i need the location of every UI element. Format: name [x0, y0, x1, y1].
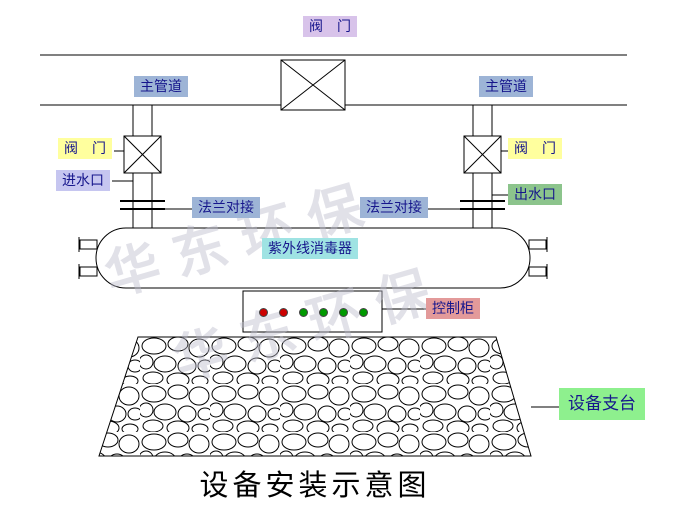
indicator-light	[319, 308, 328, 317]
indicator-lights	[259, 308, 368, 317]
indicator-light	[299, 308, 308, 317]
main-valve-symbol	[280, 59, 346, 111]
label-support: 设备支台	[559, 388, 645, 420]
label-main-pipe-right: 主管道	[479, 76, 533, 97]
indicator-light	[359, 308, 368, 317]
label-outlet: 出水口	[508, 184, 562, 205]
leader-lines	[112, 150, 559, 408]
label-valve-right: 阀 门	[508, 138, 562, 159]
label-sterilizer: 紫外线消毒器	[262, 238, 358, 259]
sterilizer-left-nozzles	[78, 237, 98, 279]
label-main-pipe-left: 主管道	[134, 76, 188, 97]
indicator-light	[279, 308, 288, 317]
indicator-light	[339, 308, 348, 317]
right-valve-symbol	[463, 135, 502, 174]
label-flange-left: 法兰对接	[192, 197, 260, 218]
diagram-title: 设备安装示意图	[199, 470, 431, 502]
left-valve-symbol	[123, 135, 162, 174]
label-valve-left: 阀 门	[58, 138, 112, 159]
right-flange-marks	[460, 200, 505, 210]
label-control-cabinet: 控制柜	[426, 298, 480, 319]
foundation-trapezoid	[98, 336, 532, 457]
label-flange-right: 法兰对接	[360, 197, 428, 218]
left-flange-marks	[120, 200, 165, 210]
label-valve-top: 阀 门	[303, 16, 357, 37]
label-inlet: 进水口	[56, 170, 110, 191]
sterilizer-right-nozzles	[528, 237, 548, 279]
indicator-light	[259, 308, 268, 317]
